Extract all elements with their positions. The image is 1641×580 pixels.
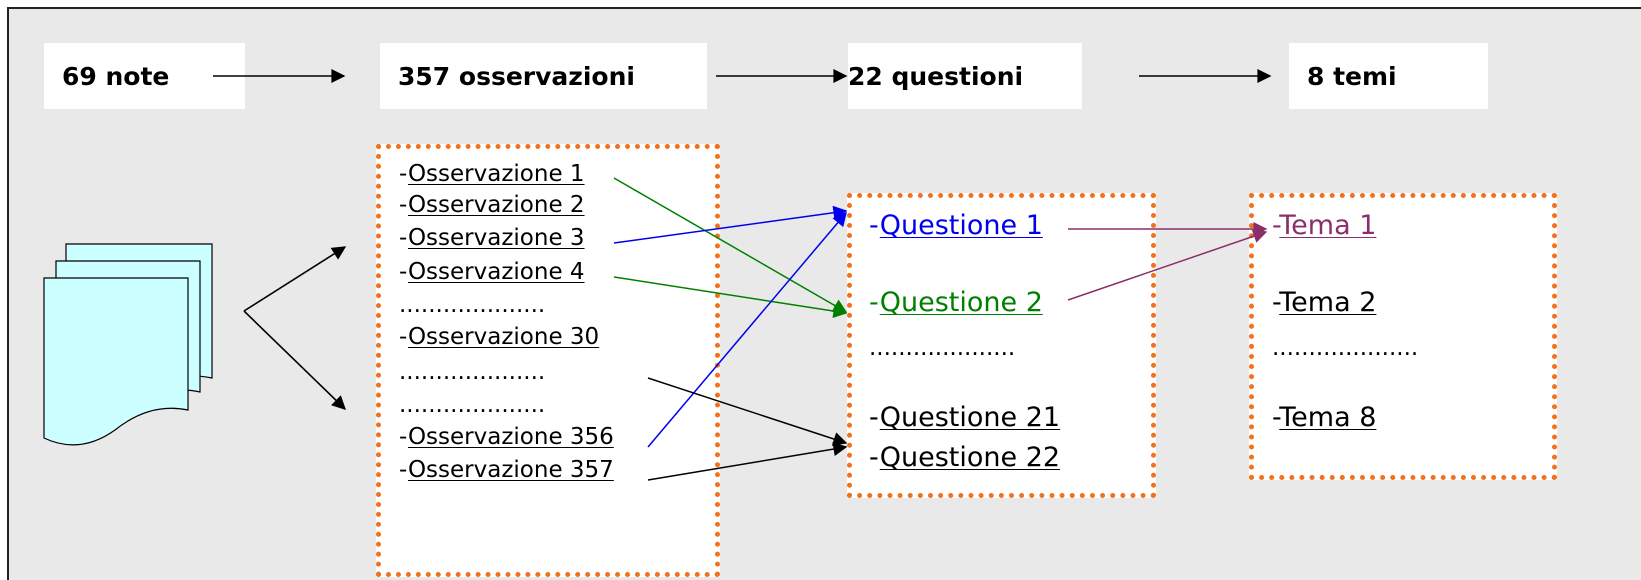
header-questions: 22 questioni <box>848 43 1082 109</box>
questions-box <box>847 193 1156 498</box>
theme-ellipsis: .................... <box>1272 335 1419 361</box>
question-ellipsis: .................... <box>869 335 1016 361</box>
observation-ellipsis: .................... <box>399 292 546 318</box>
link-arrow <box>613 276 848 318</box>
link-arrow <box>1067 229 1268 301</box>
document-stack-icon <box>43 243 213 446</box>
question-item: -Questione 2 <box>869 287 1043 318</box>
header-themes: 8 temi <box>1289 43 1488 109</box>
observation-ellipsis: .................... <box>399 392 546 418</box>
header-observations-label: 357 osservazioni <box>398 61 635 91</box>
fan-arrow <box>243 310 347 410</box>
link-arrow <box>647 211 847 448</box>
observation-item: -Osservazione 2 <box>399 192 585 218</box>
header-notes-label: 69 note <box>62 61 170 91</box>
observation-ellipsis: .................... <box>399 359 546 385</box>
theme-item: -Tema 8 <box>1272 402 1377 433</box>
observation-item: -Osservazione 356 <box>399 424 614 450</box>
link-arrow <box>647 442 848 481</box>
link-arrow <box>647 377 848 446</box>
link-arrow <box>613 177 848 313</box>
header-questions-label: 22 questioni <box>848 61 1024 91</box>
observation-item: -Osservazione 30 <box>399 324 600 350</box>
connectors <box>213 69 1272 481</box>
theme-item: -Tema 2 <box>1272 287 1377 318</box>
question-item: -Questione 22 <box>869 442 1061 473</box>
fan-arrow <box>243 246 347 312</box>
theme-item: -Tema 1 <box>1272 210 1377 241</box>
observation-item: -Osservazione 357 <box>399 457 614 483</box>
question-item: -Questione 1 <box>869 210 1043 241</box>
observation-item: -Osservazione 3 <box>399 225 585 251</box>
observation-item: -Osservazione 4 <box>399 259 585 285</box>
header-notes: 69 note <box>44 43 245 109</box>
link-arrow <box>613 205 848 244</box>
themes-box <box>1249 193 1557 480</box>
observations-box <box>376 144 720 577</box>
observation-item: -Osservazione 1 <box>399 161 585 187</box>
header-themes-label: 8 temi <box>1307 61 1397 91</box>
question-item: -Questione 21 <box>869 402 1061 433</box>
header-observations: 357 osservazioni <box>380 43 707 109</box>
